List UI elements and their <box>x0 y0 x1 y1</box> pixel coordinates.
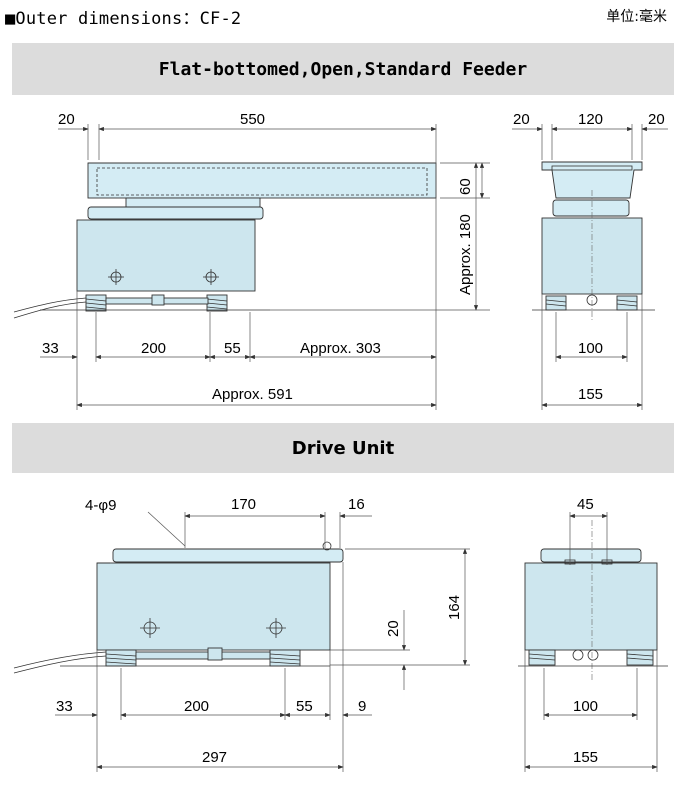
dim-55: 55 <box>224 340 241 357</box>
dim-55: 55 <box>296 698 313 715</box>
spring-foot-icon <box>105 649 137 667</box>
drive-top-plate <box>112 548 344 563</box>
dim-100: 100 <box>573 698 598 715</box>
dim-200: 200 <box>141 340 166 357</box>
dim-approx-303: Approx. 303 <box>300 340 381 357</box>
spring-foot-icon <box>269 649 301 667</box>
spring-foot-icon <box>545 295 567 311</box>
feeder-side-view: 20 550 60 Approx. 180 33 200 55 Approx. … <box>13 111 490 410</box>
dim-297: 297 <box>202 749 227 766</box>
spring-foot-icon <box>85 294 107 312</box>
drive-unit-front-view: 45 100 155 <box>518 496 668 772</box>
dim-60: 60 <box>457 178 474 195</box>
drive-unit-side-view: 4-φ9 170 16 164 20 33 200 55 9 297 <box>13 496 470 772</box>
drive-body-front <box>524 562 658 651</box>
dim-155: 155 <box>573 749 598 766</box>
dim-200: 200 <box>184 698 209 715</box>
dim-20: 20 <box>385 620 402 637</box>
dim-100: 100 <box>578 340 603 357</box>
dim-16: 16 <box>348 496 365 513</box>
dim-164: 164 <box>446 595 463 620</box>
page-title: ■Outer dimensions：CF-2 <box>5 9 242 29</box>
dim-20: 20 <box>58 111 75 128</box>
dim-155: 155 <box>578 386 603 403</box>
feeder-front-view: 20 120 20 100 155 <box>512 111 668 410</box>
dim-120: 120 <box>578 111 603 128</box>
dim-33: 33 <box>56 698 73 715</box>
spring-foot-icon <box>206 294 228 312</box>
feeder-tray <box>87 162 437 199</box>
dim-550: 550 <box>240 111 265 128</box>
spring-foot-icon <box>528 649 556 666</box>
dim-9: 9 <box>358 698 366 715</box>
hole-spec: 4-φ9 <box>85 497 116 514</box>
dim-45: 45 <box>577 496 594 513</box>
drive-top-plate <box>87 206 264 220</box>
drive-body <box>76 219 256 292</box>
dim-approx-180: Approx. 180 <box>457 214 474 295</box>
unit-label: 单位:毫米 <box>606 9 667 25</box>
spring-foot-icon <box>616 295 638 311</box>
spring-foot-icon <box>626 649 654 666</box>
section-heading-feeder: Flat-bottomed,Open,Standard Feeder <box>12 43 674 95</box>
dim-20: 20 <box>513 111 530 128</box>
power-cable <box>13 297 87 313</box>
feeder-tray-front <box>541 161 643 199</box>
dim-approx-591: Approx. 591 <box>212 386 293 403</box>
section-heading-drive-unit: Drive Unit <box>12 423 674 473</box>
dim-170: 170 <box>231 496 256 513</box>
drive-body <box>96 562 331 651</box>
dim-33: 33 <box>42 340 59 357</box>
dim-20: 20 <box>648 111 665 128</box>
